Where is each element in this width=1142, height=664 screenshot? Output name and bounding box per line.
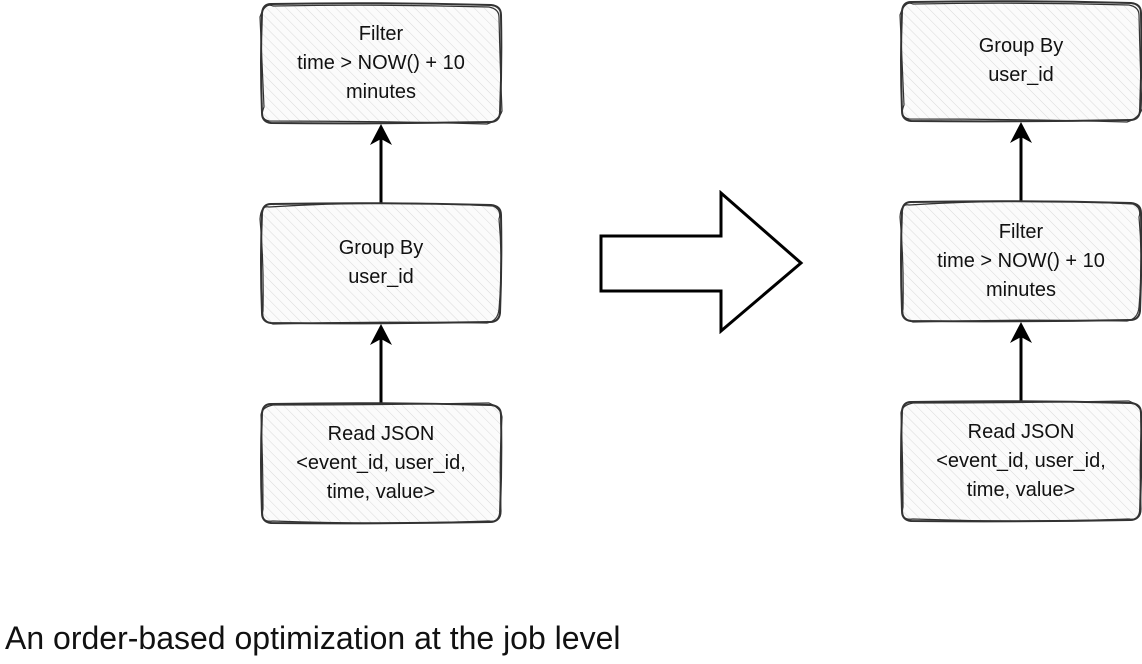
node-label: Filter time > NOW() + 10 minutes — [297, 22, 465, 103]
node-frame — [899, 200, 1142, 323]
edge-arrow — [366, 323, 396, 403]
node-frame — [260, 402, 503, 525]
after-group-by-node: Group By user_id — [899, 0, 1142, 123]
before-filter-node: Filter time > NOW() + 10 minutes — [259, 2, 503, 125]
node-label: Read JSON <event_id, user_id, time, valu… — [296, 422, 466, 503]
node-frame — [900, 400, 1142, 523]
node-frame — [259, 2, 503, 125]
edge-arrow — [1006, 321, 1036, 401]
node-label: Read JSON <event_id, user_id, time, valu… — [936, 420, 1106, 501]
transform-arrow — [598, 189, 804, 335]
figure-caption: An order-based optimization at the job l… — [5, 620, 621, 656]
node-label: Group By user_id — [978, 35, 1064, 86]
before-read-json-node: Read JSON <event_id, user_id, time, valu… — [260, 402, 503, 525]
edge-arrow — [366, 123, 396, 203]
after-filter-node: Filter time > NOW() + 10 minutes — [899, 200, 1142, 323]
node-label: Filter time > NOW() + 10 minutes — [937, 220, 1105, 301]
edge-arrow — [1006, 121, 1036, 201]
before-group-by-node: Group By user_id — [259, 202, 503, 325]
node-label: Group By user_id — [338, 237, 424, 288]
node-frame — [259, 202, 503, 325]
node-frame — [899, 0, 1142, 123]
after-read-json-node: Read JSON <event_id, user_id, time, valu… — [900, 400, 1142, 523]
